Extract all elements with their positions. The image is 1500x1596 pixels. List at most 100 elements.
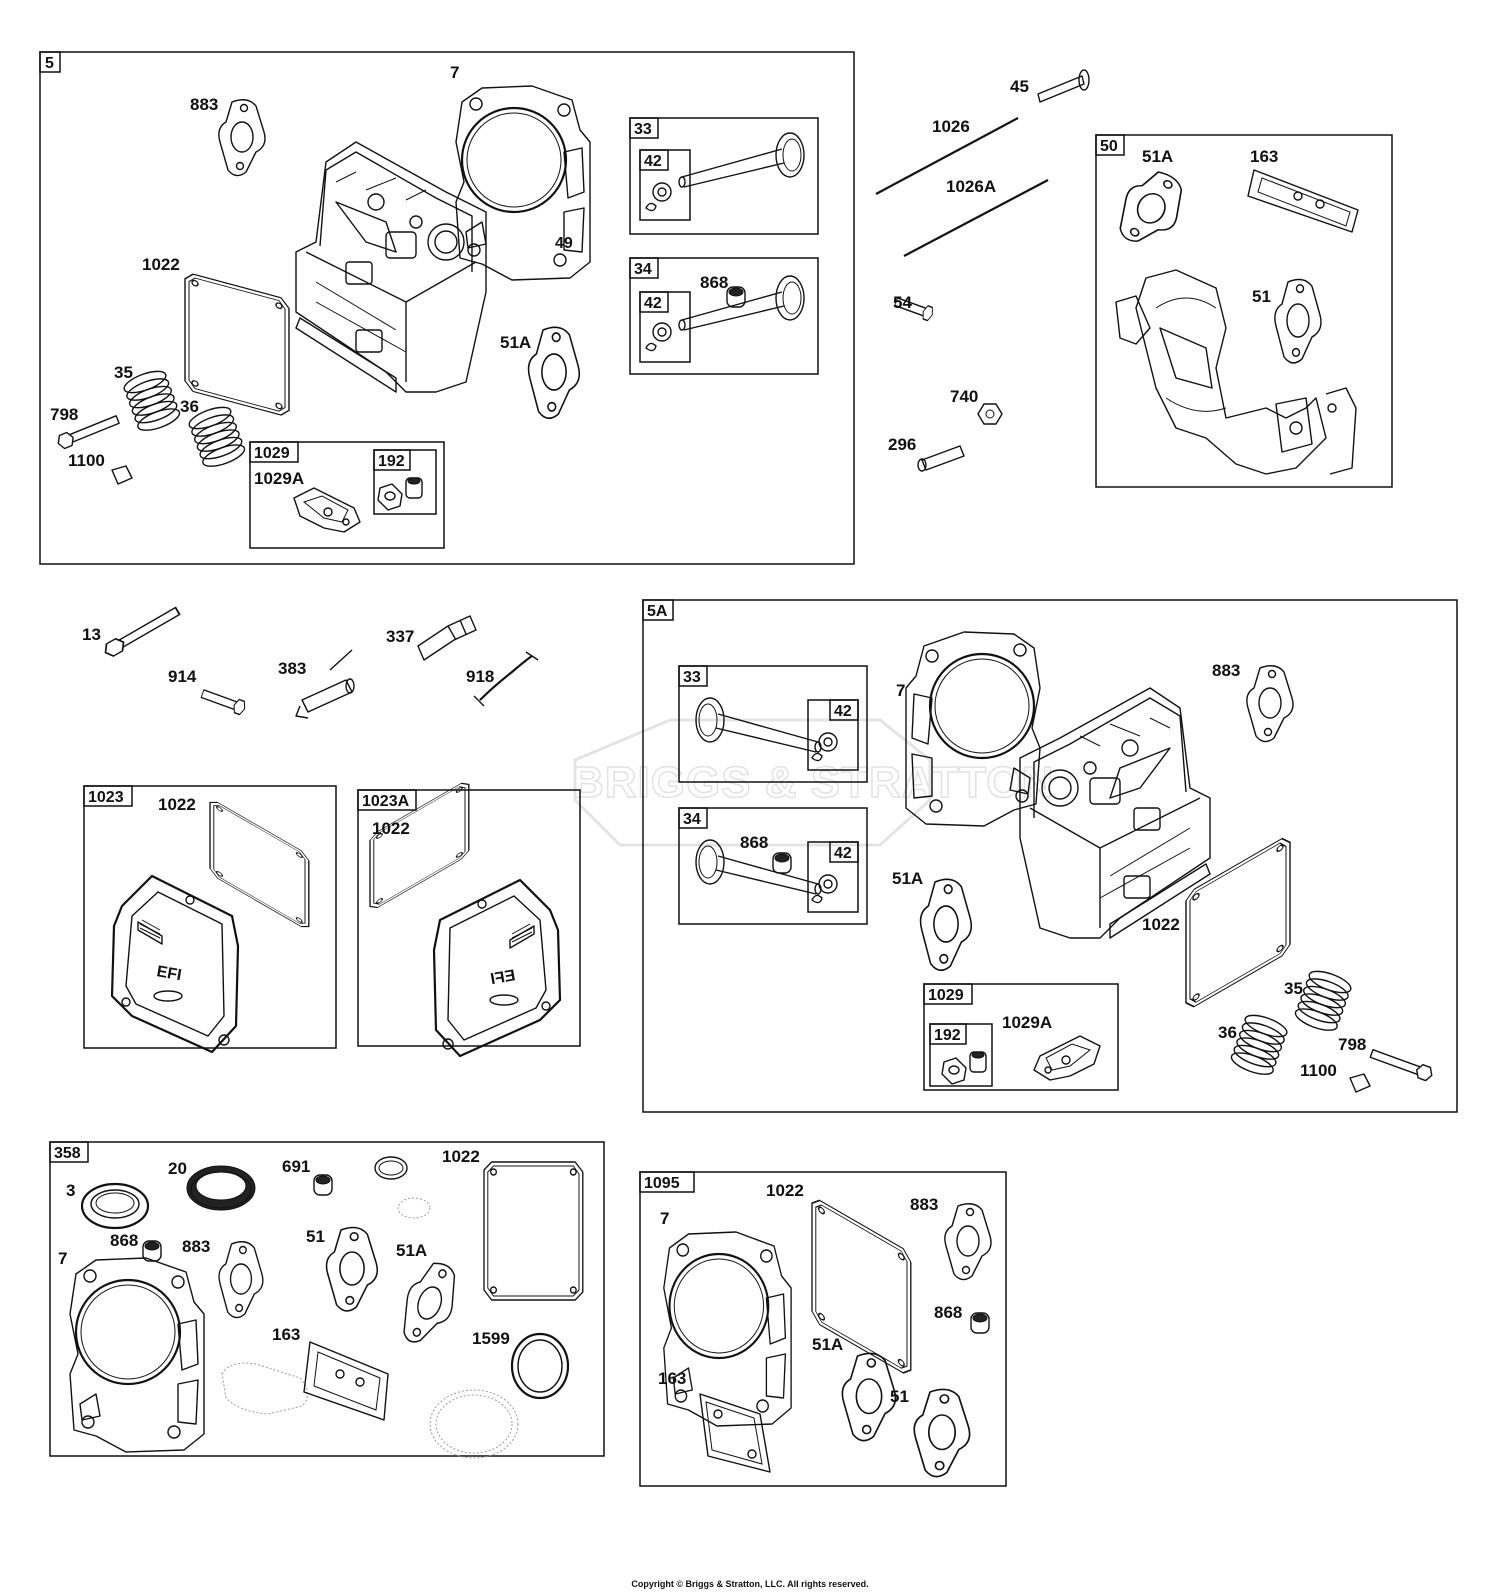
group-50: 50 51A 163 51 [1095,134,1393,488]
cylinder-head [295,141,487,393]
label-7: 7 [58,1249,67,1268]
label-35: 35 [114,363,133,382]
label-1100: 1100 [68,451,105,470]
label-798: 798 [50,405,78,424]
bolt-13 [101,604,182,660]
group-1023A-tag: 1023A [362,793,410,810]
label-337: 337 [386,627,414,646]
seal-868 [772,852,792,874]
label-383: 383 [278,659,306,678]
gasket-883 [218,1241,264,1319]
gasket-51A [527,326,581,420]
label-51A: 51A [396,1241,427,1260]
cover-gasket-1022 [1185,833,1291,1013]
valve-33 [695,697,822,753]
hose-918 [479,655,533,701]
ring-outline [429,1389,519,1459]
seal-3 [80,1182,150,1230]
label-918: 918 [466,667,494,686]
label-1599: 1599 [472,1329,510,1348]
valve-cover [110,874,240,1054]
group-42-tag: 42 [834,845,852,862]
label-868: 868 [934,1303,962,1322]
group-358: 358 3 20 691 1022 868 883 51 51A 7 [49,1141,605,1459]
label-1026A: 1026A [946,177,996,196]
label-883: 883 [182,1237,210,1256]
label-1022: 1022 [142,255,180,274]
label-51: 51 [306,1227,325,1246]
gasket-51A [919,878,973,972]
label-51: 51 [1252,287,1271,306]
group-192-tag: 192 [934,1027,961,1044]
label-51A: 51A [500,333,531,352]
gasket-51A [392,1255,467,1352]
clip-1100 [111,465,133,485]
group-34-tag: 34 [634,261,652,278]
head-gasket-7 [662,1230,793,1428]
label-163: 163 [272,1325,300,1344]
gasket-163 [303,1341,389,1421]
gasket-51A [1107,161,1195,257]
label-1029A: 1029A [254,469,304,488]
pushrod-45 [1037,75,1085,103]
label-691: 691 [282,1157,310,1176]
group-33-tag: 33 [634,121,652,138]
sensor-383 [301,679,353,713]
gasket-51A [841,1352,897,1442]
head-gasket-7 [68,1256,206,1454]
seal-691 [313,1174,333,1196]
seal-20 [186,1165,256,1211]
spring-36 [1228,1010,1291,1080]
cylinder-head [1019,687,1211,939]
group-5: 5 883 7 49 1022 35 36 798 1100 51A 33 42… [39,51,855,565]
gasket-883 [1246,665,1294,743]
label-883: 883 [190,95,218,114]
label-1029A: 1029A [1002,1013,1052,1032]
label-163: 163 [1250,147,1278,166]
label-36: 36 [180,397,199,416]
seal-868 [970,1312,990,1334]
group-34-tag: 34 [683,811,701,828]
group-358-tag: 358 [54,1145,81,1162]
intake-manifold [1115,269,1357,475]
copyright-notice: Copyright © Briggs & Stratton, LLC. All … [631,1579,869,1589]
stud-296 [921,445,965,471]
parts-192 [941,1051,987,1085]
group-192-tag: 192 [378,453,405,470]
label-1022: 1022 [372,819,410,838]
keeper-42 [811,874,838,904]
ring-1599 [510,1332,570,1400]
label-1022: 1022 [158,795,196,814]
o-ring-outline [397,1197,431,1219]
seal-868 [726,286,746,308]
group-1095-tag: 1095 [644,1175,680,1192]
gasket-163 [699,1393,771,1473]
pushrod-1026 [875,117,1019,195]
keeper-42 [811,732,838,762]
label-20: 20 [168,1159,187,1178]
gasket-883 [944,1203,992,1281]
label-883: 883 [910,1195,938,1214]
label-51A: 51A [1142,147,1173,166]
rocker-1029A [1033,1035,1101,1081]
group-5A-tag: 5A [647,603,668,620]
bolt-798 [1368,1046,1435,1083]
label-54: 54 [893,293,912,312]
label-1100: 1100 [1300,1061,1337,1080]
label-7: 7 [450,63,459,82]
gasket-51 [913,1388,971,1478]
group-1095: 1095 7 1022 883 868 51A 163 51 [639,1171,1007,1487]
label-1022: 1022 [442,1147,480,1166]
group-42-tag: 42 [834,703,852,720]
valve-34 [678,275,805,331]
group-1023A: 1023A 1022 [357,778,581,1058]
label-51A: 51A [812,1335,843,1354]
group-5-tag: 5 [45,55,54,72]
parts-192 [377,477,423,511]
group-1023: 1023 1022 [83,785,337,1054]
gasket-51 [325,1226,379,1312]
clip-1100 [1349,1073,1371,1093]
group-33-tag: 33 [683,669,701,686]
cover-gasket-1022 [209,797,310,932]
